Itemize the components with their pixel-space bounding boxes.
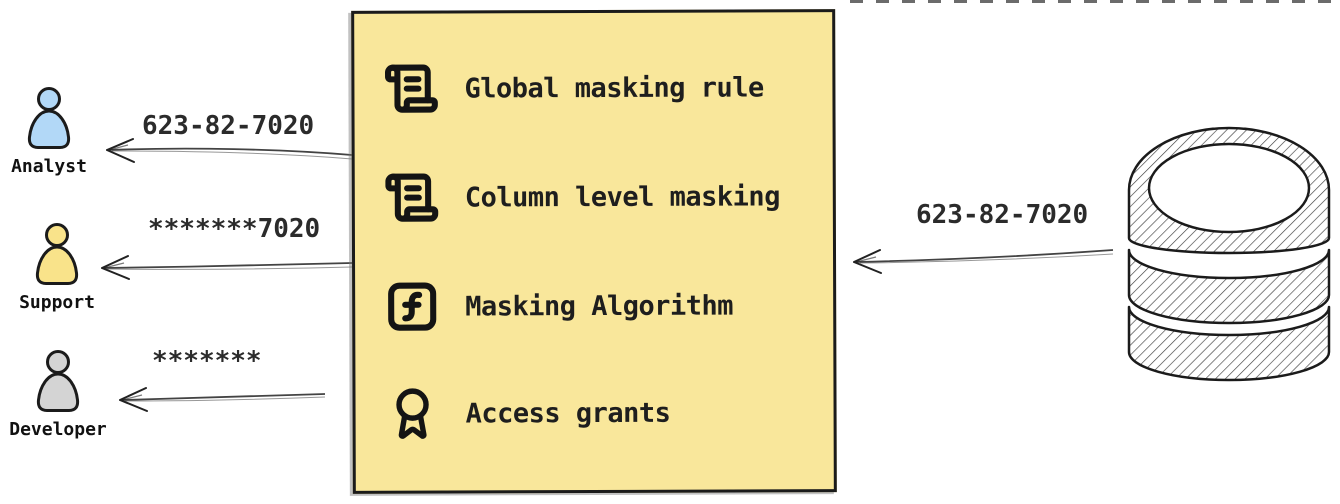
masking-box-row: Column level masking <box>383 160 780 233</box>
user-label: Developer <box>9 419 107 440</box>
arrow-box-to-analyst <box>106 138 353 163</box>
person-icon <box>35 223 79 285</box>
award-icon <box>383 383 441 445</box>
arrow-box-to-developer <box>119 387 326 412</box>
user-developer: Developer <box>9 349 107 440</box>
masking-box-row: Access grants <box>383 377 670 450</box>
top-border-artifact <box>850 0 1340 3</box>
masking-rules-box: Global masking rule Column level masking… <box>351 9 837 494</box>
user-analyst: Analyst <box>1 86 97 177</box>
masking-box-row-label: Masking Algorithm <box>465 290 734 322</box>
db-output-value: 623-82-7020 <box>916 200 1089 230</box>
database-top-opening <box>1147 142 1311 234</box>
database-icon <box>1127 126 1331 382</box>
masked-value-developer: ******* <box>152 346 262 376</box>
scroll-text-icon <box>383 167 441 229</box>
person-icon <box>27 87 71 149</box>
scroll-text-icon <box>382 58 440 120</box>
masked-value-support: *******7020 <box>148 214 321 244</box>
masking-box-row-label: Access grants <box>465 397 671 429</box>
masking-box-row-label: Global masking rule <box>464 71 764 104</box>
user-support: Support <box>9 222 105 313</box>
masking-box-row: Masking Algorithm <box>383 270 733 343</box>
masked-value-analyst: 623-82-7020 <box>142 111 315 141</box>
arrow-box-to-support <box>101 255 353 280</box>
user-label: Support <box>19 292 95 313</box>
user-label: Analyst <box>11 156 87 177</box>
person-icon <box>36 350 80 412</box>
masking-box-row-label: Column level masking <box>464 180 780 213</box>
arrow-db-to-box <box>853 249 1114 274</box>
masking-box-row: Global masking rule <box>382 51 764 124</box>
function-square-icon <box>383 276 441 338</box>
